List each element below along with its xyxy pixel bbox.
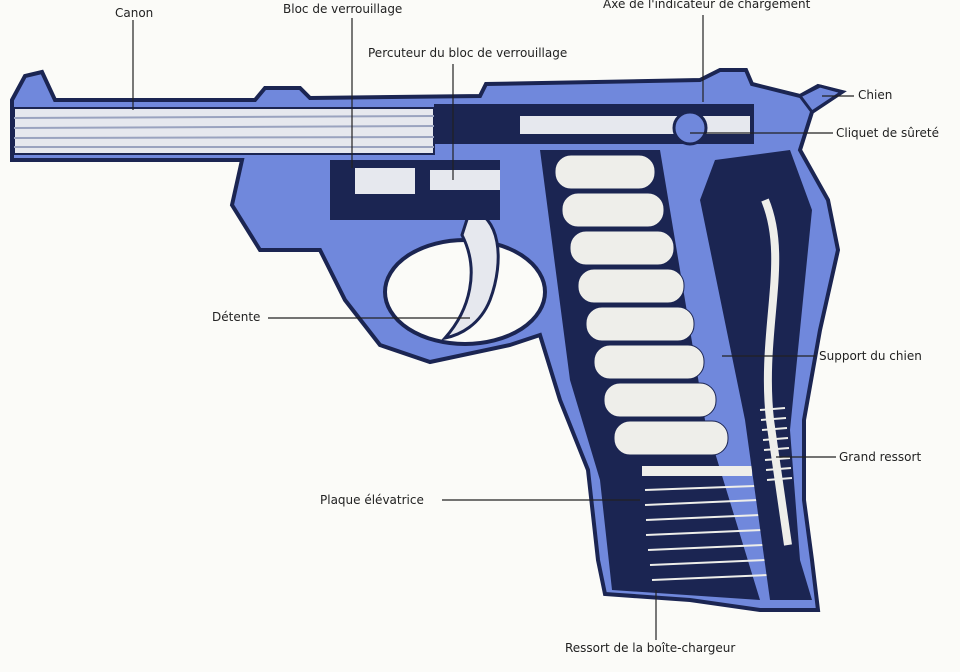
- magazine-follower: [642, 466, 752, 476]
- label-ressort-boite: Ressort de la boîte-chargeur: [565, 641, 736, 655]
- hammer: [797, 84, 846, 115]
- loading-indicator-axis: [672, 110, 708, 146]
- label-percuteur: Percuteur du bloc de verrouillage: [368, 46, 568, 60]
- label-chien: Chien: [858, 88, 893, 102]
- locking-block-pin: [430, 170, 500, 190]
- label-plaque: Plaque élévatrice: [320, 493, 424, 507]
- firing-pin: [520, 116, 750, 134]
- label-cliquet: Cliquet de sûreté: [836, 126, 939, 140]
- label-canon: Canon: [115, 6, 154, 20]
- trigger: [440, 208, 500, 341]
- label-axe-indicateur: Axe de l'indicateur de chargement: [603, 0, 811, 11]
- label-support-chien: Support du chien: [819, 349, 922, 363]
- hammer-strut: [761, 198, 792, 546]
- label-bloc-verrouillage: Bloc de verrouillage: [283, 2, 403, 16]
- cartridges: [554, 154, 729, 456]
- locking-block-part: [355, 168, 415, 194]
- barrel-rifling: [13, 115, 435, 148]
- label-detente: Détente: [212, 310, 261, 324]
- magazine-spring: [644, 485, 769, 581]
- main-spring: [759, 407, 793, 481]
- leader-lines: [132, 15, 854, 640]
- label-grand-ressort: Grand ressort: [839, 450, 922, 464]
- grip-backstrap: [700, 150, 812, 600]
